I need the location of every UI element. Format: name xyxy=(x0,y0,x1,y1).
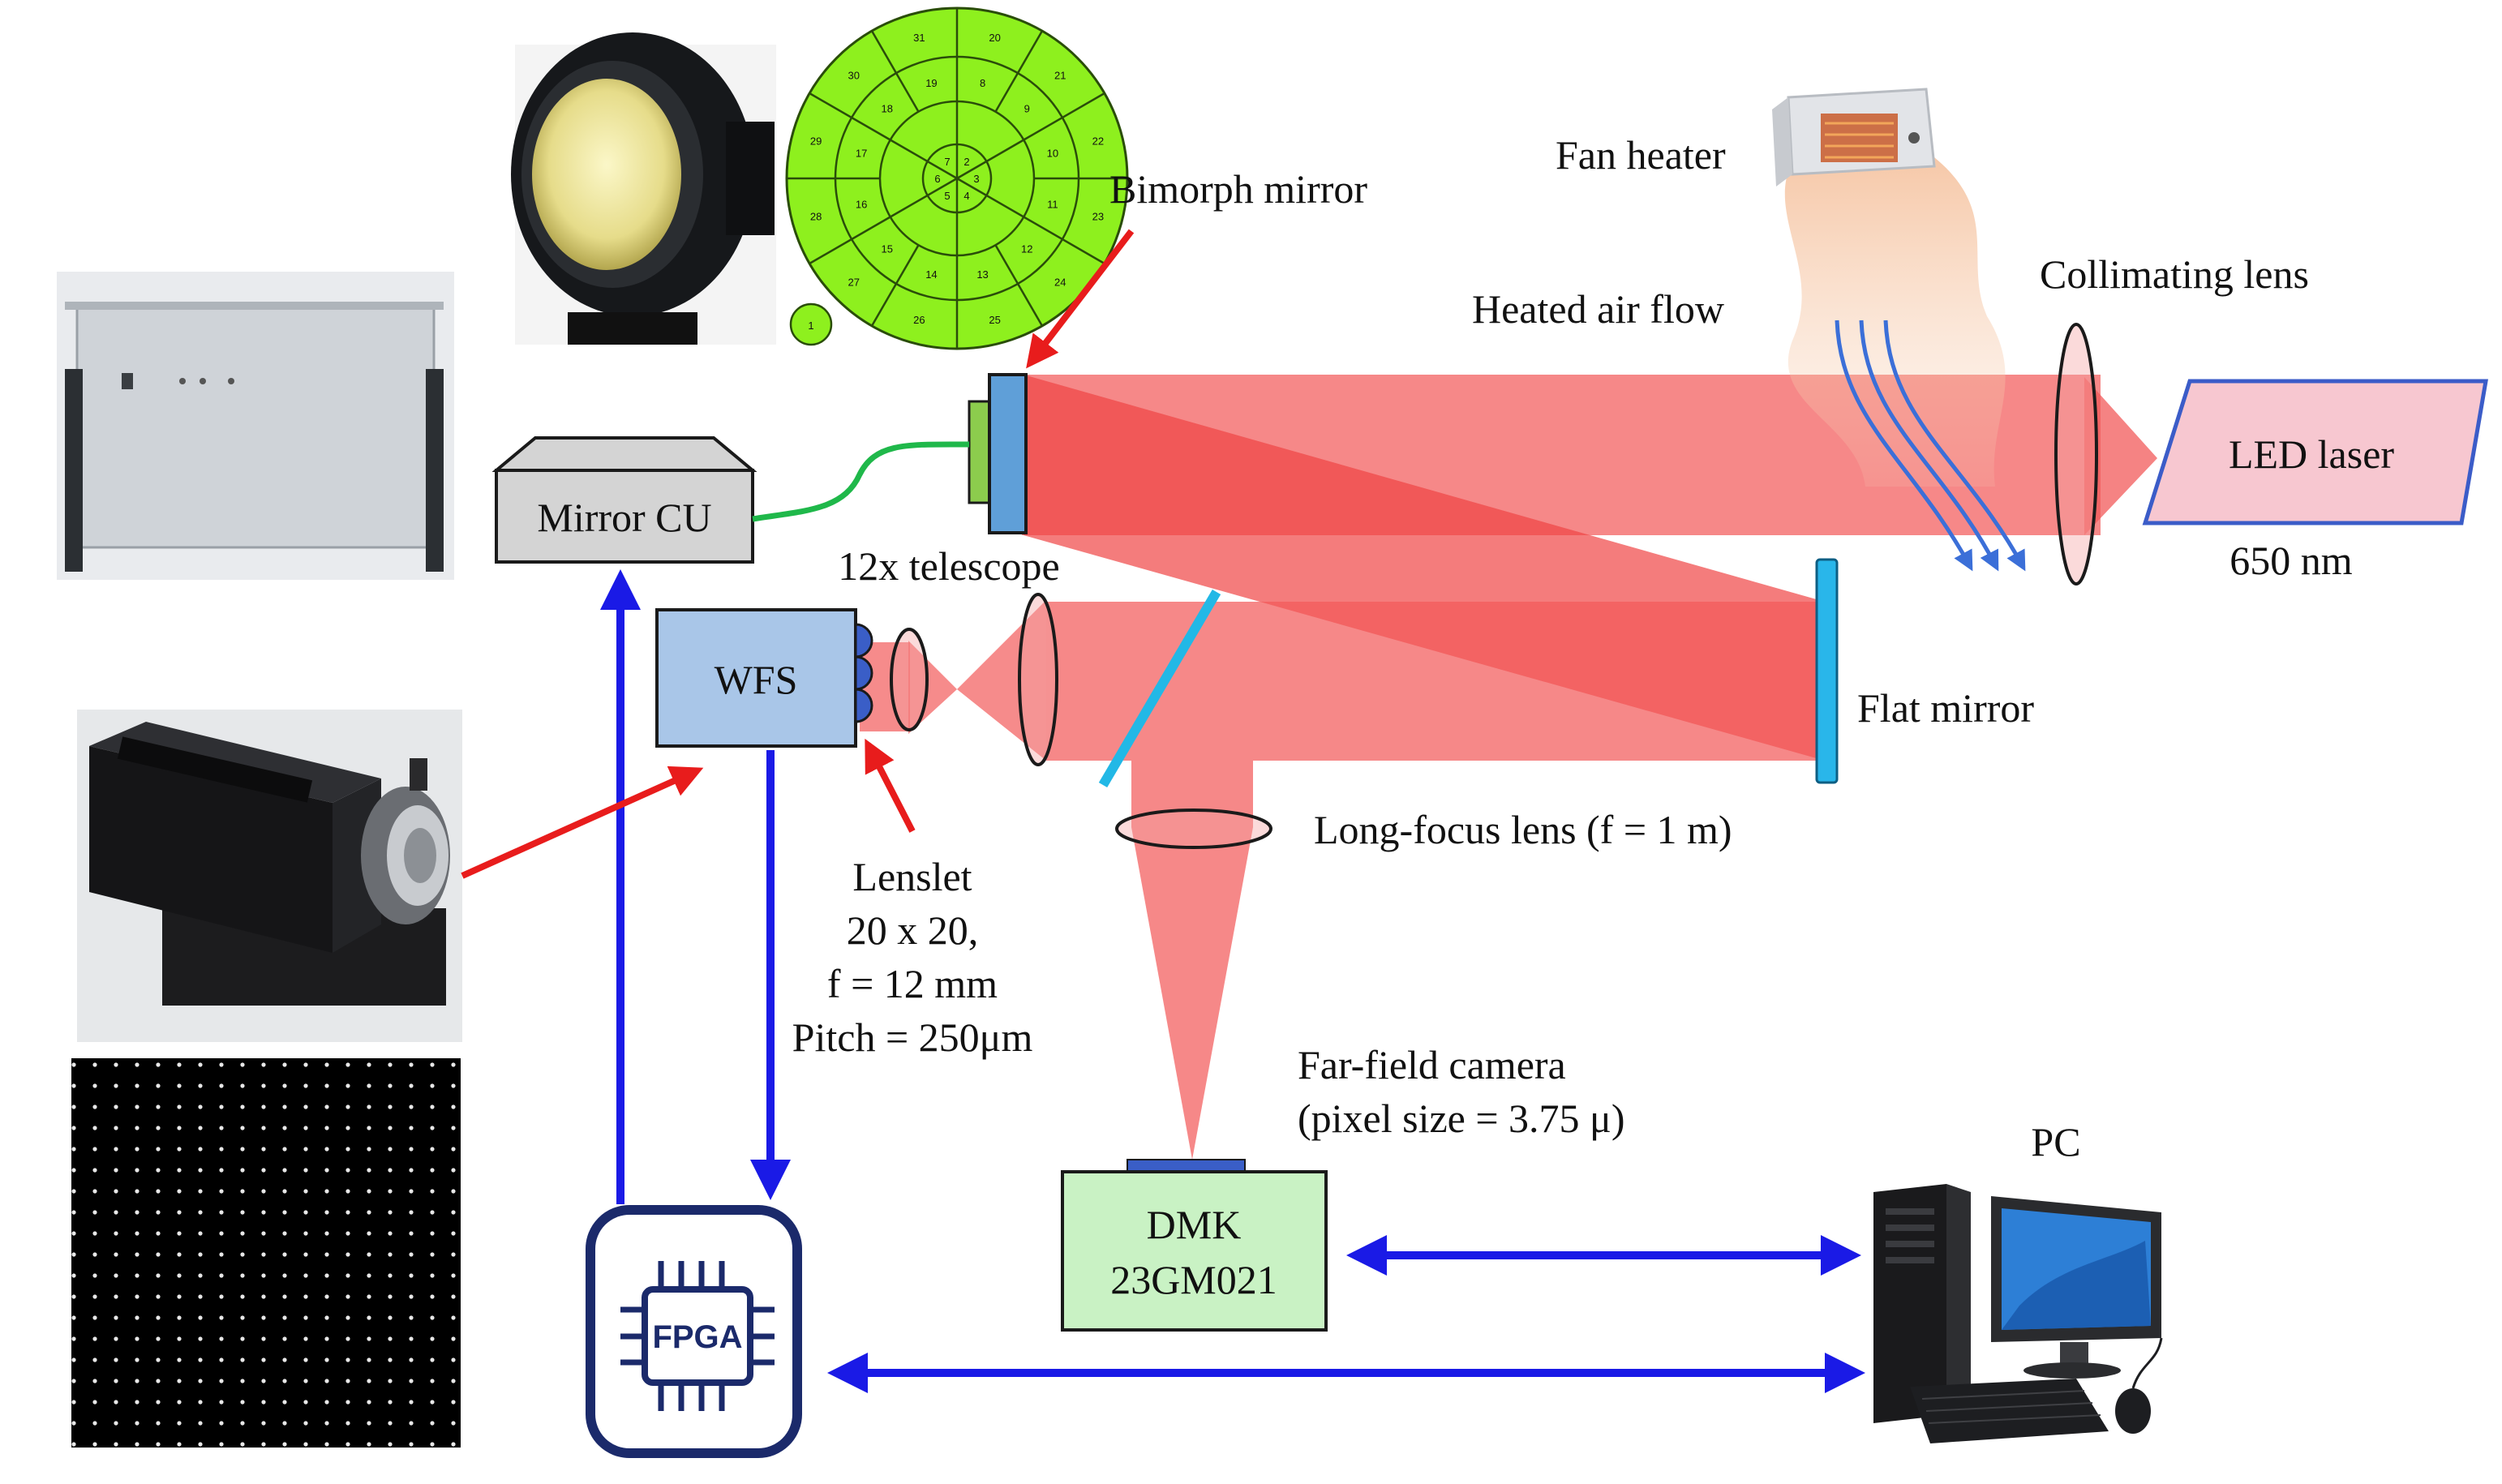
long-focus-lens-label: Long-focus lens (f = 1 m) xyxy=(1314,807,1732,852)
led-laser-box xyxy=(2142,379,2488,525)
led-laser-label: LED laser xyxy=(2229,431,2394,477)
collimating-lens xyxy=(2054,323,2098,585)
bimorph-mirror-pointer-arrow xyxy=(1026,229,1135,369)
beam-splitter xyxy=(1098,589,1221,788)
electrode-number: 20 xyxy=(989,32,1000,44)
electrode-number: 7 xyxy=(944,156,950,168)
telescope-lens-large xyxy=(1018,593,1058,766)
wfs-label: WFS xyxy=(715,657,798,702)
telescope-label: 12x telescope xyxy=(838,543,1060,589)
mirror-control-cable xyxy=(752,441,970,522)
bimorph-mirror xyxy=(968,373,1028,534)
electrode-number: 16 xyxy=(856,199,867,211)
electrode-number: 21 xyxy=(1054,70,1066,82)
bimorph-mirror-label: Bimorph mirror xyxy=(1109,166,1367,212)
electrode-number: 15 xyxy=(881,242,892,255)
bimorph-mirror-photo xyxy=(511,32,776,345)
flat-mirror xyxy=(1815,558,1839,784)
electrode-number: 22 xyxy=(1092,135,1104,147)
mirror-control-unit-photo xyxy=(57,272,454,580)
electrode-number: 25 xyxy=(989,314,1000,326)
electrode-number: 6 xyxy=(934,173,940,185)
electrode-number: 30 xyxy=(848,70,859,82)
lenslet-pointer-arrow xyxy=(865,738,916,833)
dmk-label-line1: DMK xyxy=(1147,1202,1242,1247)
fan-heater-label: Fan heater xyxy=(1556,132,1726,178)
lenslet-label-line1: Lenslet xyxy=(852,854,972,899)
far-field-camera-label-line1: Far-field camera xyxy=(1298,1042,1566,1087)
collimating-lens-label: Collimating lens xyxy=(2040,251,2309,297)
electrode-number: 8 xyxy=(980,77,985,89)
fpga-unit xyxy=(586,1205,802,1458)
dmk-camera-unit xyxy=(1061,1159,1328,1332)
bimorph-electrode-map: 1234567891011121314151617181920212223242… xyxy=(785,6,1129,350)
electrode-number: 17 xyxy=(856,147,867,159)
electrode-number: 28 xyxy=(810,211,822,223)
electrode-number: 29 xyxy=(810,135,822,147)
pc-label: PC xyxy=(2031,1119,2080,1164)
long-focus-lens xyxy=(1115,808,1272,849)
electrode-number: 24 xyxy=(1054,276,1066,288)
mirror-cu-unit xyxy=(491,436,757,564)
wavelength-label: 650 nm xyxy=(2229,538,2353,583)
electrode-number: 1 xyxy=(808,320,813,332)
electrode-number: 9 xyxy=(1024,103,1030,115)
fpga-label: FPGA xyxy=(652,1319,742,1355)
wfs-unit xyxy=(655,608,873,748)
wavefront-sensor-photo xyxy=(77,710,462,1042)
lenslet-label-line2: 20 x 20, xyxy=(847,907,979,953)
heated-air-flow-label: Heated air flow xyxy=(1472,286,1724,332)
telescope-lens-small xyxy=(890,628,929,731)
electrode-number: 23 xyxy=(1092,211,1104,223)
laser-beam xyxy=(860,375,2157,1160)
electrode-number: 18 xyxy=(881,103,892,115)
electrode-number: 11 xyxy=(1047,199,1058,211)
flat-mirror-label: Flat mirror xyxy=(1857,685,2034,731)
electrode-number: 14 xyxy=(925,268,937,281)
far-field-camera-label-line2: (pixel size = 3.75 μ) xyxy=(1298,1096,1625,1141)
electrode-number: 19 xyxy=(925,77,937,89)
pc-computer-illustration xyxy=(1873,1184,2163,1443)
lenslet-spot-pattern-image xyxy=(71,1058,461,1448)
lenslet-label-line4: Pitch = 250μm xyxy=(792,1014,1033,1060)
electrode-number: 4 xyxy=(963,190,969,202)
dmk-label-line2: 23GM021 xyxy=(1110,1257,1277,1302)
lenslet-label-line3: f = 12 mm xyxy=(827,961,998,1006)
electrode-number: 31 xyxy=(913,32,925,44)
electrode-number: 26 xyxy=(913,314,925,326)
electrode-number: 2 xyxy=(963,156,969,168)
electrode-number: 27 xyxy=(848,276,859,288)
wfs-photo-pointer-arrow xyxy=(461,766,704,879)
heated-air-flow-arrows xyxy=(1835,320,2026,572)
electrode-number: 12 xyxy=(1021,242,1032,255)
electrode-number: 13 xyxy=(976,268,988,281)
mirror-cu-label: Mirror CU xyxy=(537,495,711,540)
electrode-number: 10 xyxy=(1047,147,1058,159)
fan-heater-illustration xyxy=(1772,88,2006,487)
electrode-number: 3 xyxy=(973,173,979,185)
electrode-number: 5 xyxy=(944,190,950,202)
